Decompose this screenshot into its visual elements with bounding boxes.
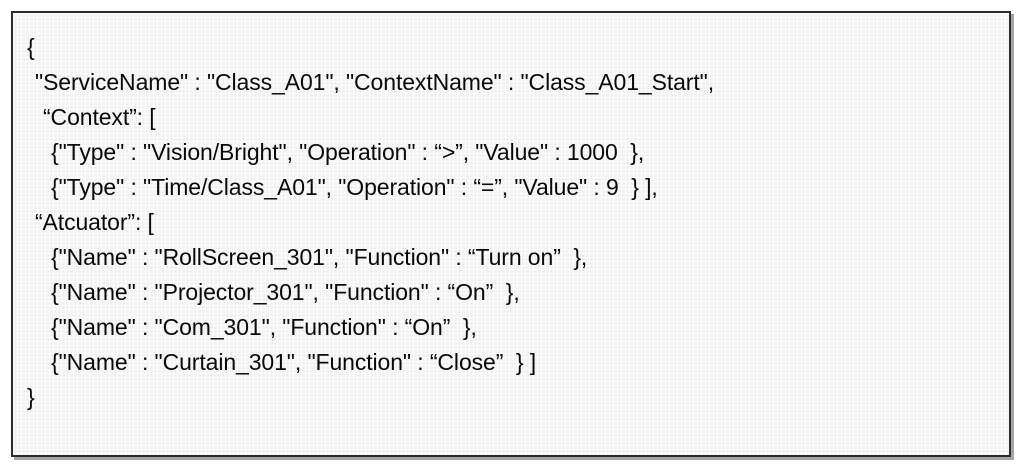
code-line: { — [27, 34, 35, 60]
code-line: {"Type" : "Vision/Bright", "Operation" :… — [51, 139, 645, 165]
code-line: “Context”: [ — [43, 104, 156, 130]
code-listing-panel: { "ServiceName" : "Class_A01", "ContextN… — [11, 11, 1011, 457]
code-line: {"Type" : "Time/Class_A01", "Operation" … — [51, 174, 658, 200]
code-line: } — [27, 384, 35, 410]
code-line: {"Name" : "Com_301", "Function" : “On” }… — [51, 314, 477, 340]
code-listing-body: { "ServiceName" : "Class_A01", "ContextN… — [13, 13, 1009, 415]
code-line: "ServiceName" : "Class_A01", "ContextNam… — [35, 69, 715, 95]
code-line: “Atcuator”: [ — [35, 209, 154, 235]
code-line: {"Name" : "Curtain_301", "Function" : “C… — [51, 349, 537, 375]
code-line: {"Name" : "Projector_301", "Function" : … — [51, 279, 520, 305]
code-line: {"Name" : "RollScreen_301", "Function" :… — [51, 244, 588, 270]
